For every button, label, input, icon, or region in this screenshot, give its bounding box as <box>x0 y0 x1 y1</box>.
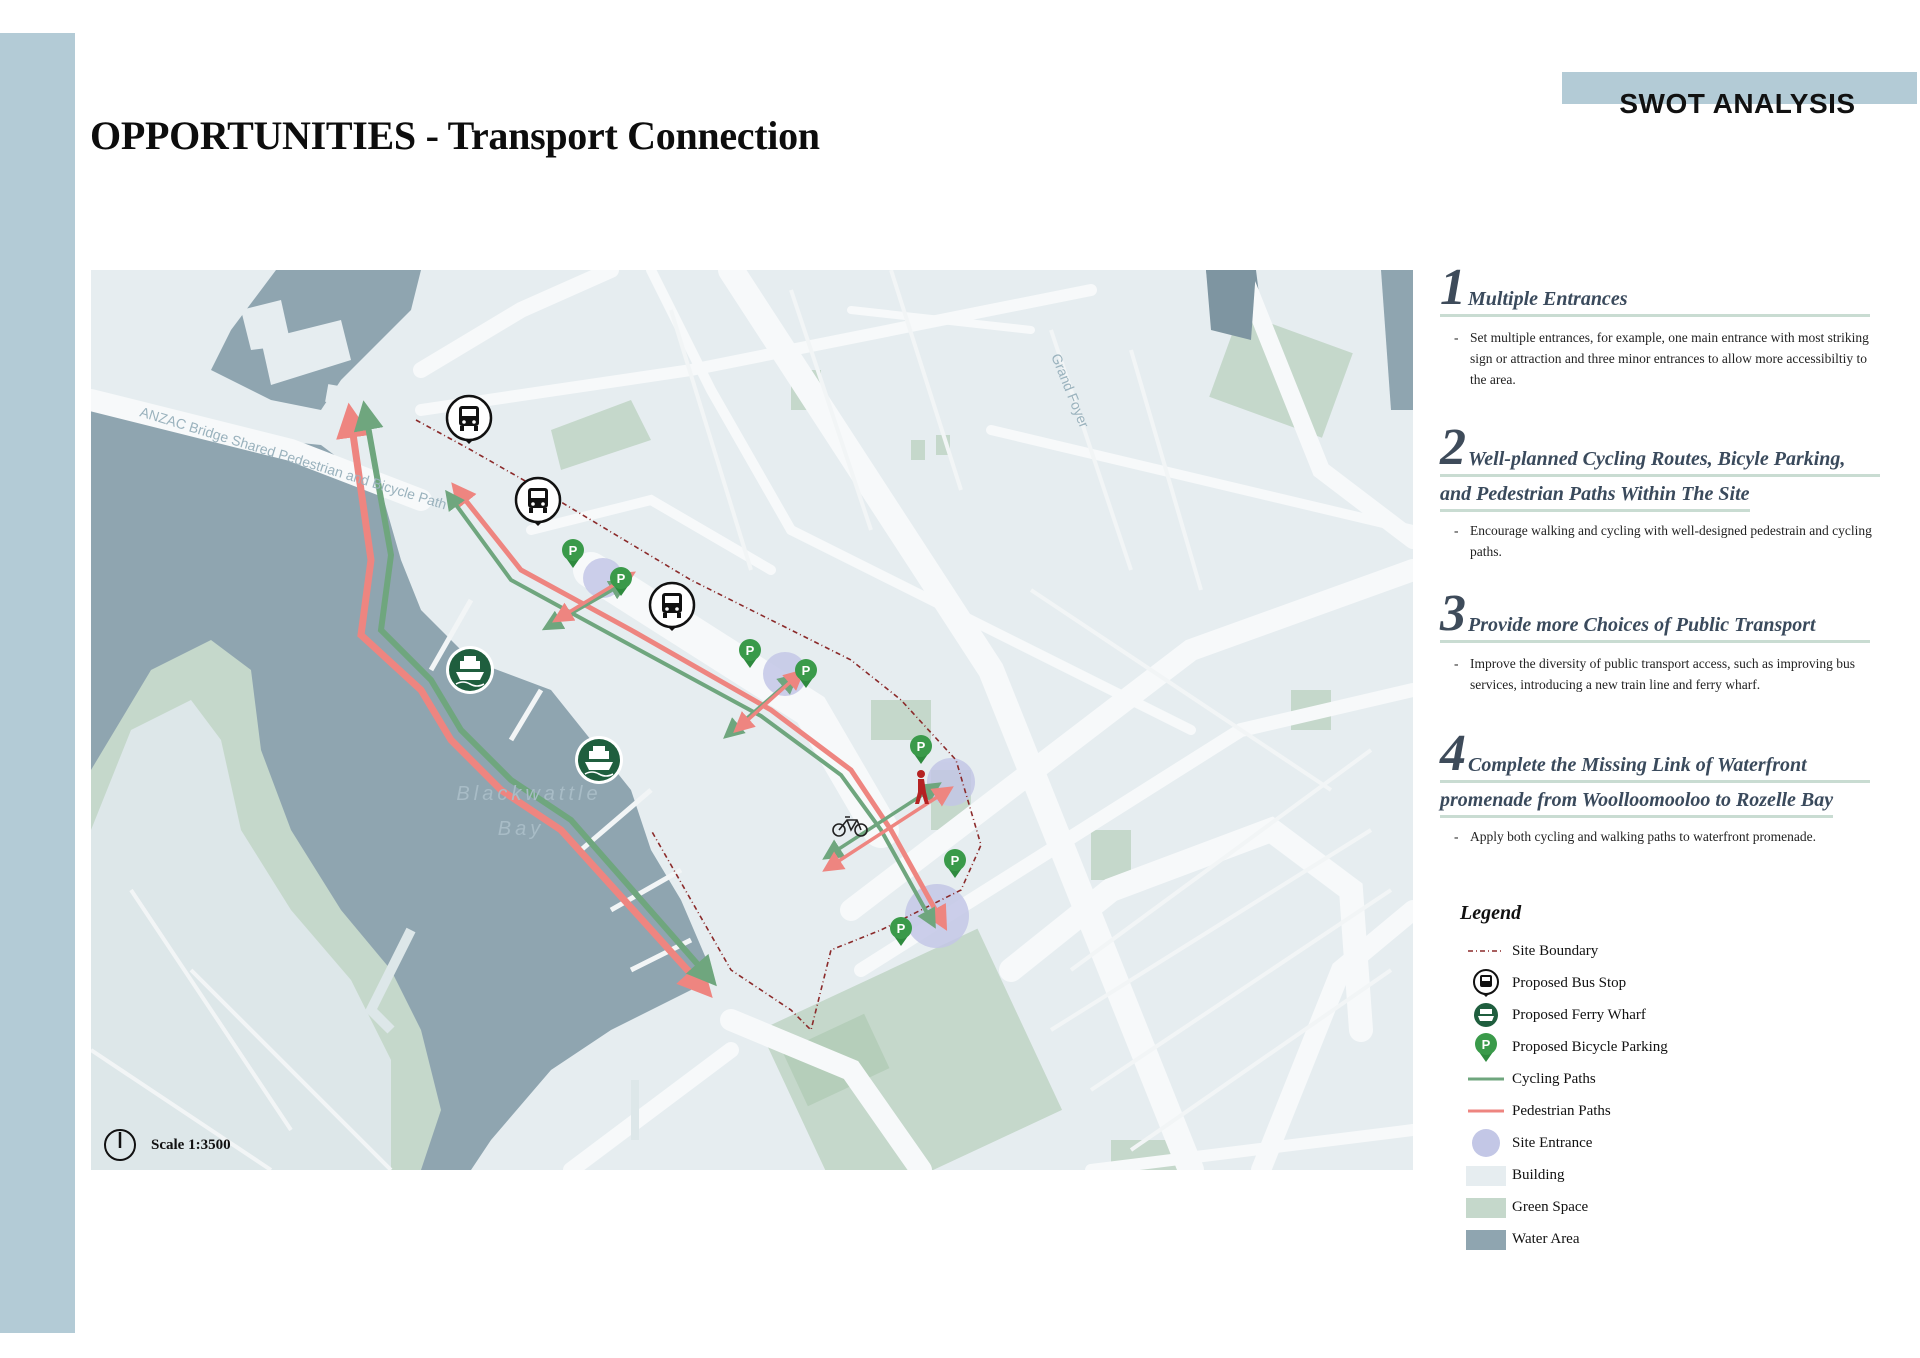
point-description: Improve the diversity of public transpor… <box>1470 656 1856 692</box>
svg-text:P: P <box>569 543 578 558</box>
north-arrow-icon <box>104 1129 136 1161</box>
bay-label-line1: Blackwattle <box>456 783 601 805</box>
bullet-dash: - <box>1454 523 1459 538</box>
bus-stop-icon <box>1473 969 1499 997</box>
point-number: 4 <box>1440 725 1466 782</box>
cycling-path-icon <box>1468 1077 1504 1081</box>
bus-stop-icon <box>514 476 562 526</box>
green-space <box>871 700 931 740</box>
legend-item: Site Boundary <box>1460 939 1820 963</box>
bullet-dash: - <box>1454 656 1459 671</box>
point-title: Provide more Choices of Public Transport <box>1468 614 1816 636</box>
bicycle-parking-icon: P <box>562 539 584 568</box>
water-area-corner <box>1381 270 1413 410</box>
point-number: 3 <box>1440 585 1466 642</box>
bicycle-parking-icon: P <box>890 917 912 946</box>
legend-label: Site Entrance <box>1512 1134 1593 1151</box>
site-boundary <box>415 419 982 1032</box>
svg-text:P: P <box>917 739 926 754</box>
bicycle-parking-icon: P <box>739 639 761 668</box>
map-legend: Legend Site Boundary Proposed Bus Stop P… <box>1460 902 1820 1259</box>
point-title: Well-planned Cycling Routes, Bicyle Park… <box>1468 448 1846 470</box>
svg-text:P: P <box>897 921 906 936</box>
peninsula-land <box>91 700 391 1170</box>
legend-item: Proposed Bus Stop <box>1460 969 1820 997</box>
pier-small <box>631 1080 639 1140</box>
green-space-swatch-icon <box>1466 1198 1506 1218</box>
point-title: Multiple Entrances <box>1468 288 1628 310</box>
point-title: Complete the Missing Link of Waterfront <box>1468 754 1807 776</box>
bullet-dash: - <box>1454 330 1459 345</box>
point-1: 1 Multiple Entrances - Set multiple entr… <box>1440 259 1880 390</box>
point-title-line2: and Pedestrian Paths Within The Site <box>1440 481 1750 512</box>
site-boundary-icon <box>1468 950 1504 952</box>
green-space <box>1091 830 1131 880</box>
bus-stop-icon <box>445 394 493 444</box>
bay-label-line2: Bay <box>498 818 544 840</box>
legend-label: Building <box>1512 1166 1565 1183</box>
connector-pedestrian <box>822 786 954 872</box>
ferry-wharf-icon <box>575 736 623 784</box>
dark-building <box>1206 270 1256 340</box>
point-2: 2 Well-planned Cycling Routes, Bicyle Pa… <box>1440 419 1880 562</box>
point-4: 4 Complete the Missing Link of Waterfron… <box>1440 725 1880 847</box>
point-description: Set multiple entrances, for example, one… <box>1470 330 1869 387</box>
ferry-wharf-icon <box>1474 1003 1498 1027</box>
green-space <box>911 440 925 460</box>
legend-label: Proposed Bus Stop <box>1512 974 1627 991</box>
pedestrian-icon <box>915 770 929 804</box>
legend-title: Legend <box>1460 902 1522 924</box>
ferry-wharf-icon <box>446 646 494 694</box>
connector-pedestrian <box>733 669 805 733</box>
legend-label: Pedestrian Paths <box>1512 1102 1611 1119</box>
bicycle-parking-icon: P <box>610 567 632 596</box>
legend-item: Cycling Paths <box>1460 1067 1820 1091</box>
legend-item: Site Entrance <box>1460 1129 1820 1157</box>
legend-item: Pedestrian Paths <box>1460 1099 1820 1123</box>
point-description: Encourage walking and cycling with well-… <box>1470 523 1872 559</box>
bullet-dash: - <box>1454 829 1459 844</box>
section-tag: SWOT ANALYSIS <box>1619 88 1856 119</box>
bicycle-icon <box>832 816 868 837</box>
legend-label: Cycling Paths <box>1512 1070 1596 1087</box>
point-number: 1 <box>1440 259 1466 316</box>
point-description: Apply both cycling and walking paths to … <box>1470 829 1817 844</box>
legend-item: P Proposed Bicycle Parking <box>1460 1033 1820 1062</box>
water-area-swatch-icon <box>1466 1230 1506 1250</box>
svg-text:P: P <box>617 571 626 586</box>
legend-label: Proposed Bicycle Parking <box>1512 1038 1668 1055</box>
legend-item: Green Space <box>1460 1195 1820 1219</box>
page-title: OPPORTUNITIES - Transport Connection <box>90 113 820 158</box>
bicycle-parking-icon: P <box>944 849 966 878</box>
green-space <box>759 928 1063 1170</box>
legend-label: Water Area <box>1512 1230 1580 1247</box>
svg-text:P: P <box>951 853 960 868</box>
legend-label: Green Space <box>1512 1198 1589 1215</box>
bicycle-parking-icon: P <box>1475 1033 1497 1062</box>
bicycle-parking-icon: P <box>795 659 817 688</box>
legend-item: Water Area <box>1460 1227 1820 1251</box>
bus-stop-icon <box>648 581 696 631</box>
legend-item: Building <box>1460 1163 1820 1187</box>
section-tag-bar <box>1562 72 1917 104</box>
svg-text:P: P <box>802 663 811 678</box>
site-map: P P P P P P P <box>91 270 1413 1170</box>
point-title-line2: promenade from Woolloomooloo to Rozelle … <box>1440 787 1834 818</box>
point-3: 3 Provide more Choices of Public Transpo… <box>1440 585 1880 695</box>
bicycle-parking-icon: P <box>910 735 932 764</box>
svg-text:P: P <box>746 643 755 658</box>
map-scale: Scale 1:3500 <box>103 1128 231 1162</box>
legend-label: Proposed Ferry Wharf <box>1512 1006 1646 1023</box>
point-number: 2 <box>1440 419 1466 476</box>
pedestrian-path-icon <box>1468 1109 1504 1113</box>
building-swatch-icon <box>1466 1166 1506 1186</box>
left-accent-bar <box>0 33 75 1333</box>
legend-item: Proposed Ferry Wharf <box>1460 1003 1820 1027</box>
site-entrance-icon <box>1472 1129 1500 1157</box>
scale-label: Scale 1:3500 <box>151 1136 231 1153</box>
svg-text:P: P <box>1482 1037 1491 1052</box>
legend-label: Site Boundary <box>1512 942 1599 959</box>
wharf <box>241 300 291 350</box>
